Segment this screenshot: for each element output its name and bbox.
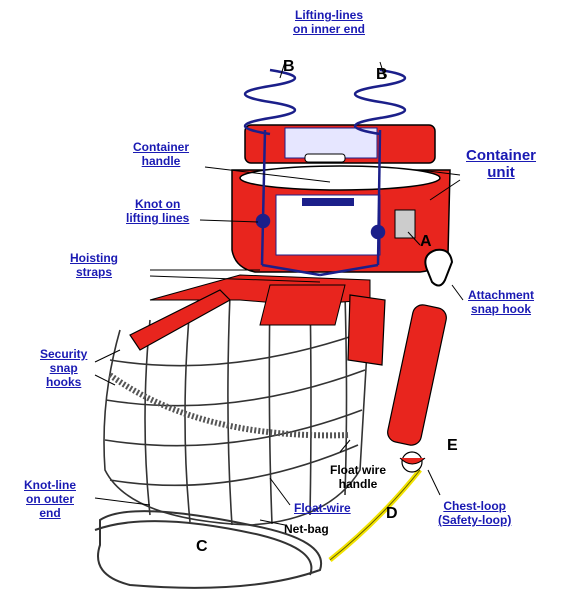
label-knot-line-outer: Knot-line on outer end [24,478,76,520]
label-float-wire-handle: Float wire handle [330,463,386,491]
marker-e: E [447,437,458,454]
label-attachment-l2: snap hook [471,302,532,316]
label-container-unit-l1: Container [466,147,537,164]
label-container-handle-l2: handle [141,154,181,168]
label-hoisting-straps-l1: Hoisting [70,251,118,265]
float-wire-coil [108,372,351,439]
hoisting-strap-bars [129,289,386,366]
label-float-wire-handle-l1: Float wire [330,463,387,477]
label-lifting-lines: Lifting-lines on inner end [293,8,365,36]
marker-a: A [420,233,432,250]
label-security-l3: hooks [46,375,82,389]
label-chest-loop-l1: Chest-loop [443,499,506,513]
label-knot-line-l2: on outer [26,492,74,506]
chest-loop-float [387,304,447,473]
label-container-unit-l2: unit [487,164,515,181]
attachment-snap-hook [424,248,454,287]
marker-b-right: B [376,66,388,83]
label-chest-loop: Chest-loop (Safety-loop) [438,499,511,527]
label-knot-lifting-l1: Knot on [135,197,181,211]
label-knot-line-l3: end [39,506,61,520]
label-security-snap-hooks: Security snap hooks [40,347,87,389]
leader-lines [94,61,464,526]
lifting-lines [244,68,406,277]
label-net-bag: Net-bag [284,522,329,536]
marker-b-left: B [283,58,295,75]
label-attachment-snap-hook: Attachment snap hook [468,288,534,316]
label-float-wire-handle-l2: handle [338,477,378,491]
marker-d: D [386,505,398,522]
label-container-handle-l1: Container [133,140,190,154]
label-attachment-l1: Attachment [468,288,535,302]
label-lifting-lines-l2: on inner end [293,22,365,36]
knot-line-rope [94,510,323,589]
container-box [231,124,451,273]
label-container-unit: Container unit [466,147,536,181]
label-security-l2: snap [49,361,78,375]
label-hoisting-straps-l2: straps [75,265,113,279]
label-knot-lifting-l2: lifting lines [126,211,190,225]
label-knot-line-l1: Knot-line [24,478,76,492]
label-float-wire: Float-wire [294,501,351,515]
marker-c: C [196,538,208,555]
label-security-l1: Security [40,347,88,361]
label-hoisting-straps: Hoisting straps [70,251,118,279]
label-knot-lifting-lines: Knot on lifting lines [126,197,189,225]
label-chest-loop-l2: (Safety-loop) [438,513,512,527]
label-lifting-lines-l1: Lifting-lines [295,8,363,22]
label-container-handle: Container handle [133,140,189,168]
